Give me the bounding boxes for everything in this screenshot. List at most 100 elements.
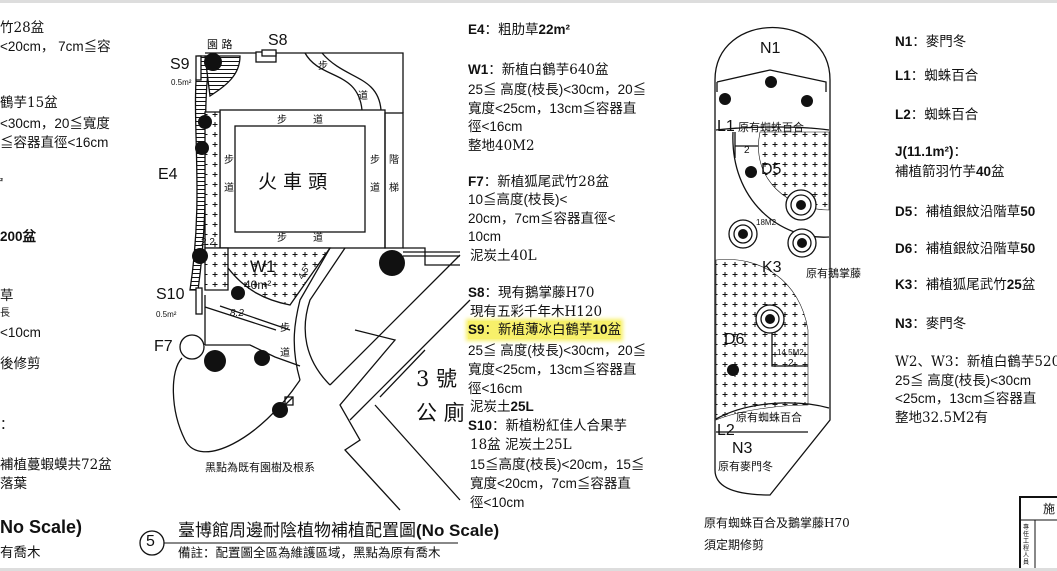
walkway-label: 步 bbox=[280, 323, 290, 334]
f7-line: 10≦高度(枝長)< bbox=[468, 192, 568, 207]
l1-code: L1 bbox=[895, 68, 911, 83]
walkway-label: 步 bbox=[370, 155, 380, 166]
s10-area: 0.5m² bbox=[156, 310, 177, 319]
walkway-label: 道 bbox=[370, 183, 380, 194]
k3-note: 原有鵝掌藤 bbox=[806, 267, 861, 280]
w1-area: 40m² bbox=[244, 278, 272, 292]
top-edge bbox=[0, 0, 1057, 3]
tree-dot bbox=[204, 350, 226, 372]
f7-label: F7 bbox=[154, 338, 173, 355]
existing-tree-dots bbox=[192, 53, 405, 418]
title-scale: (No Scale) bbox=[416, 521, 500, 540]
w1-line: 寬度<25cm，13cm≦容器直 bbox=[468, 101, 637, 116]
f7-line: 泥炭土40L bbox=[470, 248, 537, 264]
s10-label: S10 bbox=[156, 286, 185, 303]
d6-label: D6 bbox=[724, 331, 745, 348]
j-colon: ： bbox=[953, 144, 968, 160]
l1-label: L1 bbox=[717, 118, 735, 135]
note-line: ： bbox=[0, 417, 14, 433]
tree-dot bbox=[254, 350, 270, 366]
walkway-label: 步 bbox=[318, 61, 328, 72]
w23-line: 25≦ 高度(枝長)<30cm bbox=[895, 373, 1032, 388]
note-line: <30cm，20≦寬度 bbox=[0, 116, 110, 131]
toilet-label: 公 廁 bbox=[416, 401, 465, 425]
d5-code: D5 bbox=[895, 204, 913, 219]
note-line: 長 bbox=[0, 308, 10, 319]
s10-line: 18盆 泥炭土25L bbox=[470, 437, 572, 453]
k3-code: K3 bbox=[895, 277, 913, 292]
title-block-header: 施 bbox=[1043, 502, 1056, 516]
bottom-edge bbox=[0, 568, 1057, 571]
note-line: 鶴芋15盆 bbox=[0, 95, 58, 111]
j-text: 補植箭羽竹芋 bbox=[895, 164, 976, 180]
k3-count: 25 bbox=[1006, 277, 1022, 292]
note-line: ≦容器直徑<16cm bbox=[0, 135, 109, 150]
tree-dot bbox=[192, 248, 208, 264]
drawing-number: 5 bbox=[146, 533, 155, 550]
s9-label: S9 bbox=[170, 56, 190, 73]
f7-text: ：新植狐尾武竹28盆 bbox=[483, 174, 609, 190]
stairs-label: 階 bbox=[389, 155, 399, 166]
w23-line: 整地32.5M2有 bbox=[895, 410, 988, 426]
walkway-label: 步 bbox=[277, 115, 287, 126]
f7-code: F7 bbox=[468, 174, 484, 189]
s9-soil-amount: 25L bbox=[510, 399, 534, 414]
w1-text: ：新植白鶴芋640盆 bbox=[488, 62, 609, 78]
tree-dot bbox=[195, 141, 209, 155]
d6-code: D6 bbox=[895, 241, 913, 256]
s9-line: 徑<16cm bbox=[468, 381, 523, 396]
e4-area: 22m² bbox=[538, 22, 571, 37]
l2-note: 原有蜘蛛百合 bbox=[736, 411, 802, 424]
w23-line: W2、W3：新植白鶴芋520 bbox=[895, 354, 1057, 370]
n1-label: N1 bbox=[760, 40, 781, 57]
s9-area: 0.5m² bbox=[171, 78, 192, 87]
note-line: 有喬木 bbox=[0, 545, 41, 561]
tree-dot bbox=[198, 115, 212, 129]
area-label: 14.5M2 bbox=[777, 348, 804, 357]
walkway-label: 道 bbox=[313, 115, 323, 126]
s10-line: 徑<10cm bbox=[470, 495, 525, 510]
w1-line: 徑<16cm bbox=[468, 119, 523, 134]
e4-code: E4 bbox=[468, 22, 485, 37]
s8-code: S8 bbox=[468, 285, 485, 300]
note-line: 後修剪 bbox=[0, 356, 41, 372]
tree-dot bbox=[272, 402, 288, 418]
w1-line: 25≦ 高度(枝長)<30cm，20≦ bbox=[468, 82, 647, 97]
d6-count: 50 bbox=[1020, 241, 1036, 256]
area-label: 18M2 bbox=[756, 218, 777, 227]
s10-code: S10 bbox=[468, 418, 493, 433]
title-note: 備註：配置圖全區為維護區域，黑點為原有喬木 bbox=[178, 545, 441, 560]
f7-line: 20cm，7cm≦容器直徑< bbox=[468, 211, 616, 226]
note-line: 補植蔓蝦蟆共72盆 bbox=[0, 457, 112, 473]
stairs-label: 梯 bbox=[389, 183, 399, 194]
dimension-label: 2 bbox=[744, 145, 750, 156]
w1-label: W1 bbox=[250, 257, 276, 276]
toilet-label: 3 號 bbox=[416, 367, 458, 391]
road-label: 園 路 bbox=[207, 38, 233, 51]
legend-note: 黑點為既有園樹及根系 bbox=[205, 461, 315, 474]
walkway-label: 道 bbox=[358, 91, 368, 102]
k3-label: K3 bbox=[762, 259, 782, 276]
right-plan-footer: 原有蜘蛛百合及鵝掌藤H70 bbox=[704, 516, 850, 530]
l2-code: L2 bbox=[895, 107, 911, 122]
note-line: <20cm， 7cm≦容 bbox=[0, 39, 111, 54]
note-line: No Scale) bbox=[0, 517, 83, 537]
note-line: 竹28盆 bbox=[0, 20, 45, 36]
walkway-label: 步 bbox=[224, 155, 234, 166]
s9-line: 寬度<25cm，13cm≦容器直 bbox=[468, 362, 637, 377]
k3-text: ：補植狐尾武竹 bbox=[912, 277, 1007, 293]
walkway-label: 道 bbox=[224, 183, 234, 194]
walkway-label: 道 bbox=[280, 348, 290, 359]
dimension-label: 8.2 bbox=[230, 308, 244, 319]
l2-label: L2 bbox=[717, 422, 735, 439]
w23-line: <25cm，13cm≦容器直 bbox=[895, 391, 1037, 406]
n3-label: N3 bbox=[732, 440, 753, 457]
walkway-label: 道 bbox=[313, 233, 323, 244]
f7-line: 10cm bbox=[468, 229, 502, 244]
s9-count: 10 bbox=[592, 322, 608, 337]
s9-unit: 盆 bbox=[607, 322, 622, 338]
s9-soil: 泥炭土 bbox=[470, 399, 511, 415]
s9-highlighted-note: S9：新植薄冰白鶴芋10盆 bbox=[468, 321, 622, 339]
d5-text: ：補植銀紋沿階草 bbox=[912, 204, 1021, 220]
